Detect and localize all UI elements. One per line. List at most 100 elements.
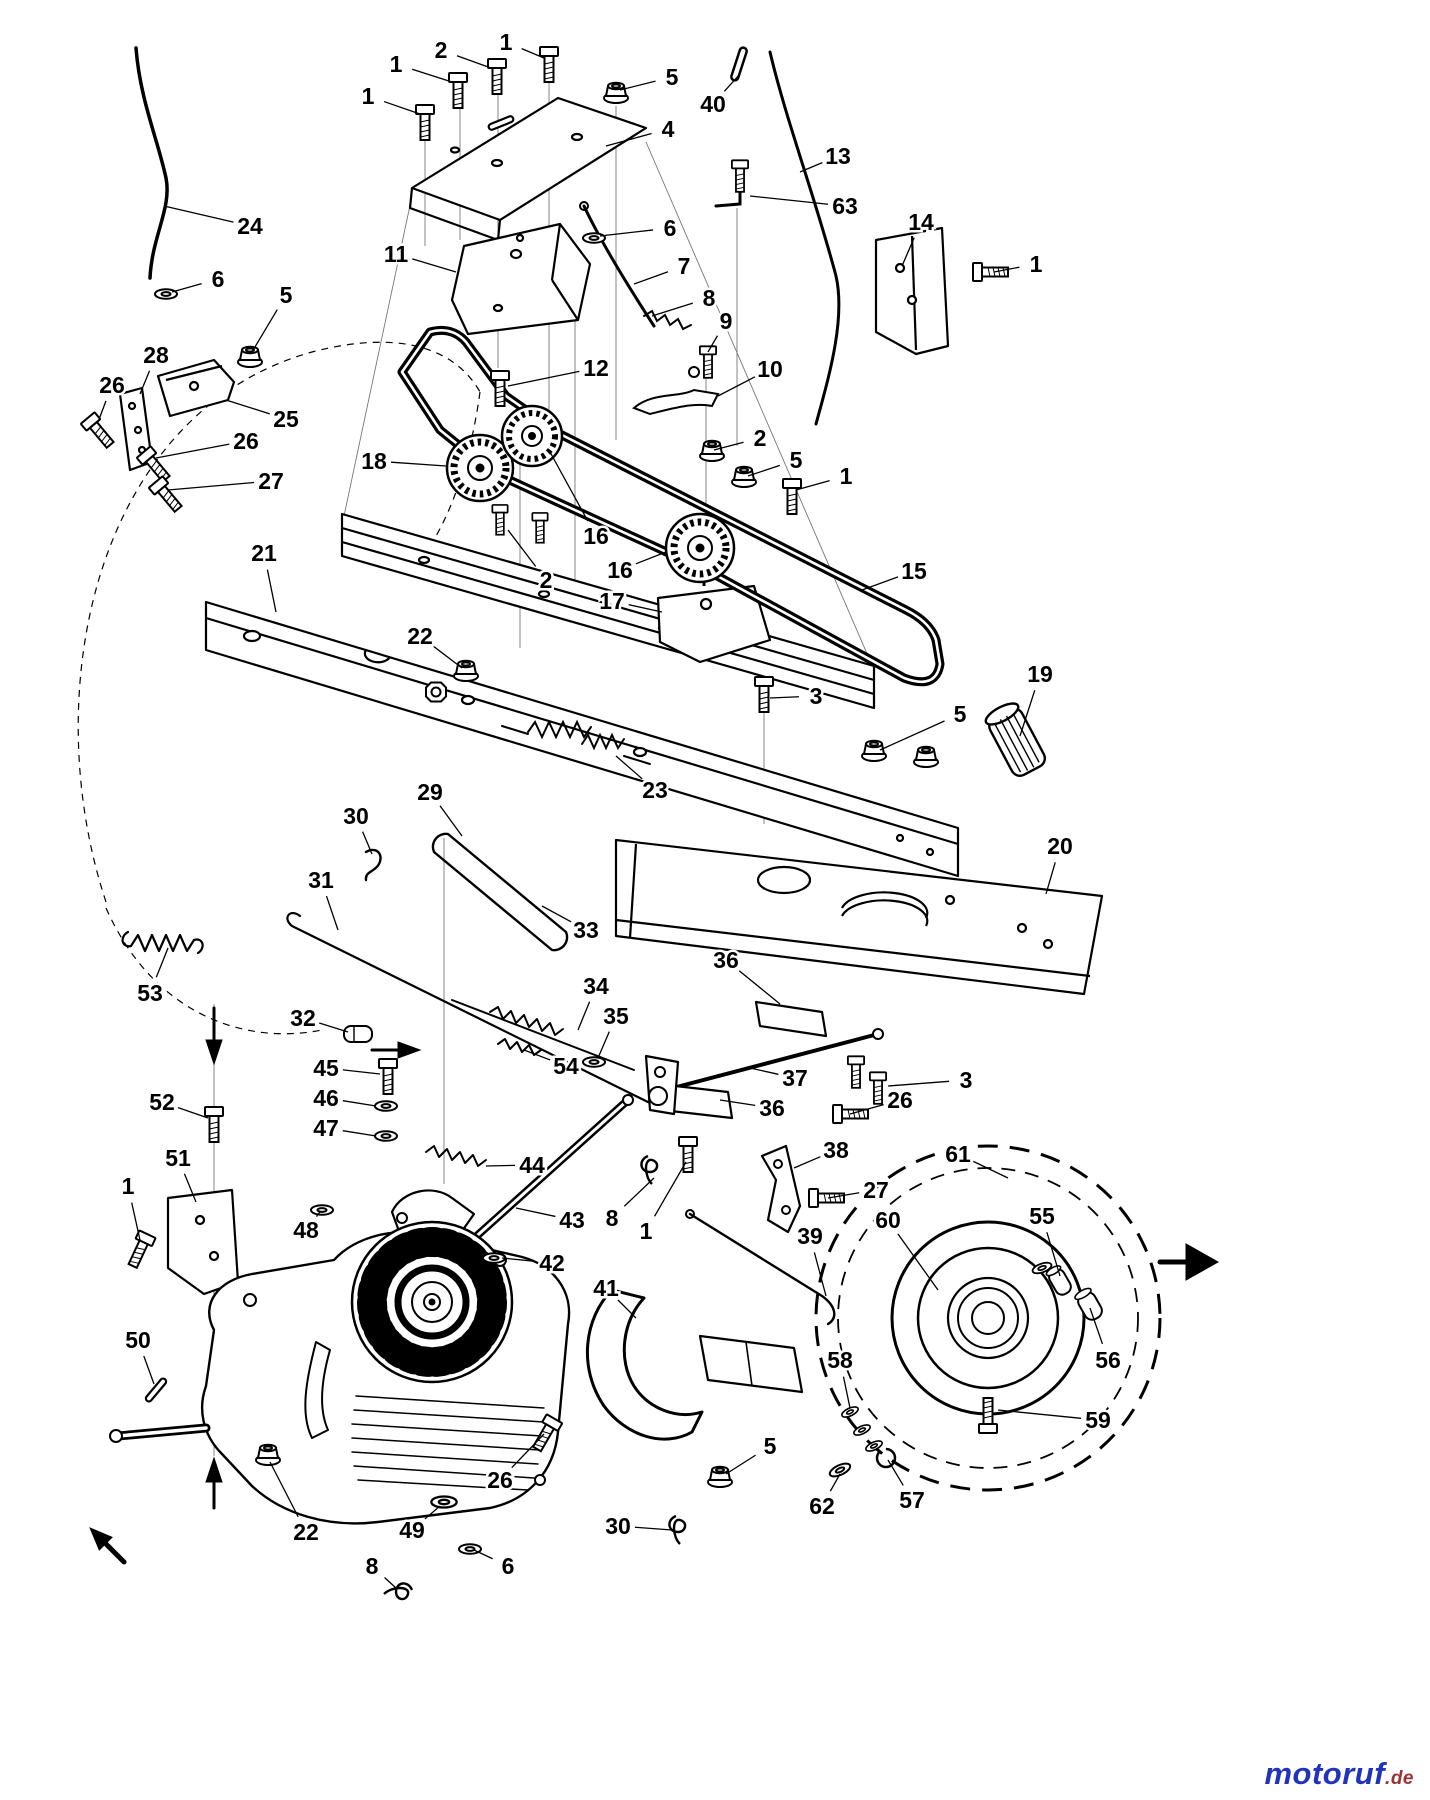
bolt-icon — [531, 512, 549, 544]
part-number-label: 29 — [417, 779, 443, 805]
bolt-icon — [808, 1188, 845, 1208]
part-number-label: 33 — [573, 917, 599, 943]
callout-14: 14 — [901, 207, 936, 267]
callout-49: 49 — [397, 1505, 441, 1546]
part-number-label: 27 — [258, 468, 284, 494]
bolt-icon — [487, 58, 507, 95]
watermark-brand[interactable]: motoruf — [1264, 1756, 1386, 1791]
callout-15: 15 — [861, 556, 929, 591]
lower-linkage — [144, 1094, 836, 1403]
flange-nut-icon — [255, 1443, 281, 1466]
washer-icon — [827, 1460, 853, 1480]
part-number-label: 59 — [1085, 1407, 1111, 1433]
washer-icon — [374, 1130, 398, 1142]
part-number-label: 11 — [384, 241, 409, 267]
watermark-tld[interactable]: .de — [1385, 1768, 1414, 1789]
callout-17: 17 — [597, 586, 663, 617]
callout-3: 3 — [769, 681, 825, 712]
bolt-icon — [754, 676, 774, 713]
bracket-36a — [754, 1000, 828, 1038]
transaxle — [109, 1220, 571, 1525]
bolt-icon — [448, 72, 468, 109]
callout-59: 59 — [997, 1405, 1113, 1436]
part-number-label: 60 — [875, 1207, 901, 1233]
belt-guard — [585, 1288, 804, 1441]
part-number-label: 26 — [487, 1467, 513, 1493]
frame-springs — [501, 719, 651, 765]
flange-nut-icon — [453, 659, 479, 682]
callout-27: 27 — [167, 466, 286, 497]
drive-belt — [397, 325, 945, 687]
part-number-label: 8 — [703, 285, 716, 311]
part-number-label: 47 — [313, 1115, 339, 1141]
callout-26: 26 — [97, 370, 127, 423]
callout-27: 27 — [827, 1175, 891, 1206]
part-number-label: 5 — [954, 701, 967, 727]
shift-lever — [644, 1054, 680, 1116]
part-number-label: 61 — [945, 1141, 971, 1167]
part-number-label: 45 — [313, 1055, 339, 1081]
watermark-logo[interactable]: motoruf.de — [1264, 1756, 1414, 1792]
callout-26: 26 — [155, 426, 261, 459]
knob-19 — [984, 702, 1047, 777]
flange-nut-icon — [707, 1465, 733, 1488]
part-number-label: 30 — [605, 1513, 631, 1539]
callout-4: 4 — [605, 114, 677, 147]
part-number-label: 49 — [399, 1517, 425, 1543]
part-number-label: 50 — [125, 1327, 151, 1353]
clutch-rod-7 — [582, 204, 656, 328]
part-number-label: 48 — [293, 1217, 319, 1243]
callout-30: 30 — [603, 1511, 673, 1542]
part-number-label: 5 — [790, 447, 803, 473]
bolt-icon — [491, 504, 509, 536]
bolt-icon — [972, 262, 1009, 282]
part-number-label: 5 — [764, 1433, 777, 1459]
part-number-label: 8 — [366, 1553, 379, 1579]
callout-37: 37 — [749, 1063, 810, 1094]
callout-51: 51 — [163, 1143, 197, 1203]
bolt-icon — [415, 104, 435, 141]
washer-icon — [582, 1056, 606, 1068]
callout-1: 1 — [637, 1161, 687, 1247]
callout-25: 25 — [225, 399, 301, 435]
callout-5: 5 — [747, 445, 805, 477]
callout-53: 53 — [135, 947, 169, 1009]
part-number-label: 19 — [1027, 661, 1053, 687]
part-number-label: 44 — [519, 1152, 545, 1178]
callout-5: 5 — [879, 699, 969, 751]
part-number-label: 15 — [901, 558, 927, 584]
callout-41: 41 — [591, 1273, 637, 1319]
callout-29: 29 — [415, 777, 463, 837]
part-number-label: 22 — [293, 1519, 319, 1545]
flange-nut-icon — [699, 439, 725, 462]
part-number-label: 26 — [99, 372, 125, 398]
callout-20: 20 — [1045, 831, 1075, 895]
part-number-label: 53 — [137, 980, 163, 1006]
callout-40: 40 — [698, 73, 741, 120]
flange-nut-icon — [861, 739, 887, 762]
part-number-label: 32 — [290, 1005, 316, 1031]
callout-46: 46 — [311, 1083, 377, 1114]
callout-39: 39 — [795, 1221, 827, 1297]
part-number-label: 28 — [143, 342, 169, 368]
part-number-label: 1 — [390, 51, 403, 77]
part-number-label: 34 — [583, 973, 609, 999]
top-plate — [408, 96, 648, 242]
idler-pulley-16a — [500, 404, 564, 468]
callout-48: 48 — [291, 1211, 321, 1246]
callout-35: 35 — [597, 1001, 631, 1059]
bolt-icon — [978, 1397, 998, 1434]
rear-frame-section — [614, 838, 1104, 996]
washer-icon — [851, 1422, 873, 1438]
callout-54: 54 — [523, 1049, 581, 1082]
callout-10: 10 — [717, 354, 785, 397]
callout-1: 1 — [387, 49, 453, 83]
brake-rod-13 — [768, 50, 841, 426]
part-number-label: 38 — [823, 1137, 849, 1163]
washer-icon — [582, 232, 606, 244]
part-number-label: 2 — [435, 37, 448, 63]
part-number-label: 6 — [502, 1553, 515, 1579]
callout-1: 1 — [993, 249, 1045, 280]
support-bracket-14 — [874, 226, 950, 356]
